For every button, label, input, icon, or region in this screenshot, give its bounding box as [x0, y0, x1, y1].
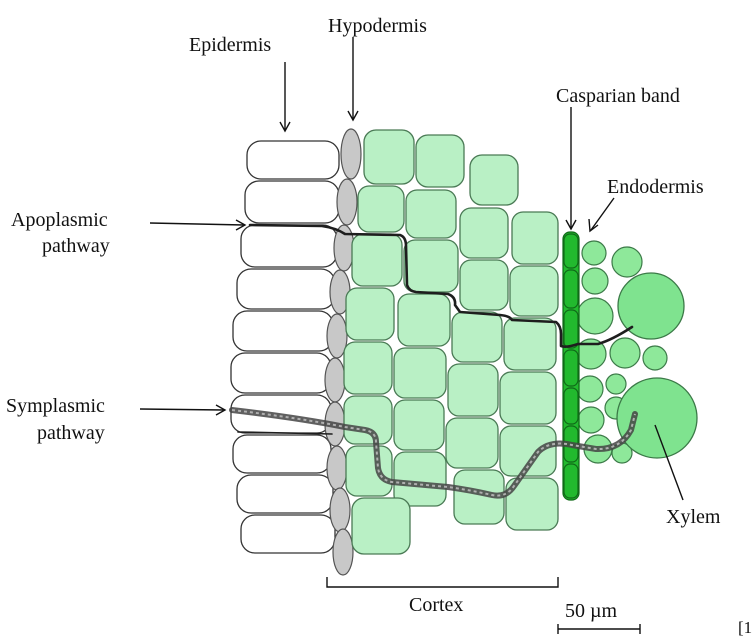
endodermis-cell: [605, 373, 627, 395]
symplasmic-arrow-head: [215, 404, 227, 416]
casparian-band-layer: [562, 231, 580, 501]
cortex-cell: [393, 399, 445, 451]
xylem-layer: [616, 272, 698, 459]
cortex-cell: [511, 211, 559, 265]
hypodermis-label: Hypodermis: [328, 15, 427, 37]
endodermis-label: Endodermis: [607, 176, 704, 198]
apoplasmic-label-line2: pathway: [42, 235, 110, 257]
casparian-band-label: Casparian band: [556, 85, 680, 107]
symplasmic-pathway: [229, 407, 638, 499]
cortex-label: Cortex: [409, 594, 463, 616]
symplasmic-arrow: [139, 408, 225, 411]
epidermis-cell: [232, 310, 334, 352]
casparian-band-segment: [563, 387, 579, 425]
hypodermis-cell: [324, 357, 346, 403]
casparian-band-segment: [563, 463, 579, 499]
epidermis-cell: [232, 434, 332, 474]
apoplasmic-arrow: [149, 222, 245, 226]
endodermis-cell: [576, 375, 604, 403]
cortex-cell: [505, 477, 559, 531]
epidermis-cell: [240, 224, 338, 268]
casparian-band-segment: [563, 269, 579, 309]
cortex-cell: [351, 233, 403, 287]
endodermis-cell: [581, 267, 609, 295]
hypodermis-cell: [336, 178, 358, 226]
pointer-lines: [139, 37, 684, 501]
epidermis-arrow-head: [279, 121, 291, 133]
cortex-cell: [345, 445, 393, 497]
epidermis-cell: [246, 140, 340, 180]
cortex-cell: [447, 363, 499, 417]
cortex-cell: [403, 239, 459, 293]
cortex-cell: [393, 451, 447, 507]
xylem-pointer: [654, 424, 684, 501]
scale-bar-label: 50 µm: [565, 600, 618, 622]
symplasmic-epidermis-segment: [237, 431, 333, 435]
citation-marker: [1: [738, 618, 752, 637]
symplasmic-pathway-dash: [231, 409, 636, 497]
xylem-vessel: [616, 377, 698, 459]
casparian-band-segment: [563, 233, 579, 269]
hypodermis-cell: [340, 128, 362, 180]
cortex-cell: [503, 317, 557, 371]
cortex-cell: [459, 259, 509, 311]
endodermis-cell: [577, 406, 605, 434]
endodermis-cell: [642, 345, 668, 371]
cortex-cell: [459, 207, 509, 259]
epidermis-layer: [230, 140, 340, 554]
epidermis-cell: [244, 180, 340, 224]
apoplasmic-label-line1: Apoplasmic: [11, 209, 108, 231]
scale-bar-line: [557, 624, 641, 634]
cortex-cell: [415, 134, 465, 188]
cortex-cell: [445, 417, 499, 469]
endodermis-cell: [609, 337, 641, 369]
endodermis-layer: [575, 240, 668, 464]
symplasmic-label-line1: Symplasmic: [6, 395, 105, 417]
xylem-vessel: [617, 272, 685, 340]
xylem-label: Xylem: [666, 506, 721, 528]
cortex-cell: [343, 341, 393, 395]
epidermis-cell: [230, 352, 332, 394]
endodermis-arrow-head: [588, 218, 599, 233]
labels: Epidermis Hypodermis Casparian band Endo…: [6, 15, 752, 637]
cortex-cell: [357, 185, 405, 233]
endodermis-cell: [581, 240, 607, 266]
endodermis-arrow: [590, 197, 615, 231]
cortex-cell: [363, 129, 415, 185]
hypodermis-arrow-head: [347, 110, 359, 122]
cortex-cell: [397, 293, 451, 347]
endodermis-cell: [576, 297, 614, 335]
symplasmic-label-line2: pathway: [37, 422, 105, 444]
cortex-cell: [469, 154, 519, 206]
epidermis-cell: [236, 474, 334, 514]
cortex-cell: [451, 311, 503, 363]
cortex-bracket-line: [326, 577, 559, 588]
scale-bar: [557, 624, 641, 634]
cortex-cell: [405, 189, 457, 239]
apoplasmic-pathway-line: [248, 223, 634, 348]
cortex-cell: [499, 425, 557, 477]
casparian-band-arrow-head: [565, 219, 577, 231]
cortex-cell: [393, 347, 447, 399]
epidermis-cell: [236, 268, 336, 310]
hypodermis-cell: [332, 528, 354, 576]
casparian-band-segment: [563, 309, 579, 349]
cortex-cell: [351, 497, 411, 555]
casparian-band-segment: [563, 349, 579, 387]
epidermis-cell: [240, 514, 336, 554]
apoplasmic-arrow-head: [235, 219, 247, 231]
cortex-cell: [499, 371, 557, 425]
hypodermis-cell: [326, 445, 348, 491]
cortex-cell: [345, 287, 395, 341]
cortex-cell: [509, 265, 559, 317]
endodermis-cell: [611, 246, 643, 278]
cortex-bracket: [326, 577, 559, 588]
cortex-cell: [343, 395, 393, 445]
epidermis-label: Epidermis: [189, 34, 271, 56]
hypodermis-cell: [329, 487, 351, 533]
